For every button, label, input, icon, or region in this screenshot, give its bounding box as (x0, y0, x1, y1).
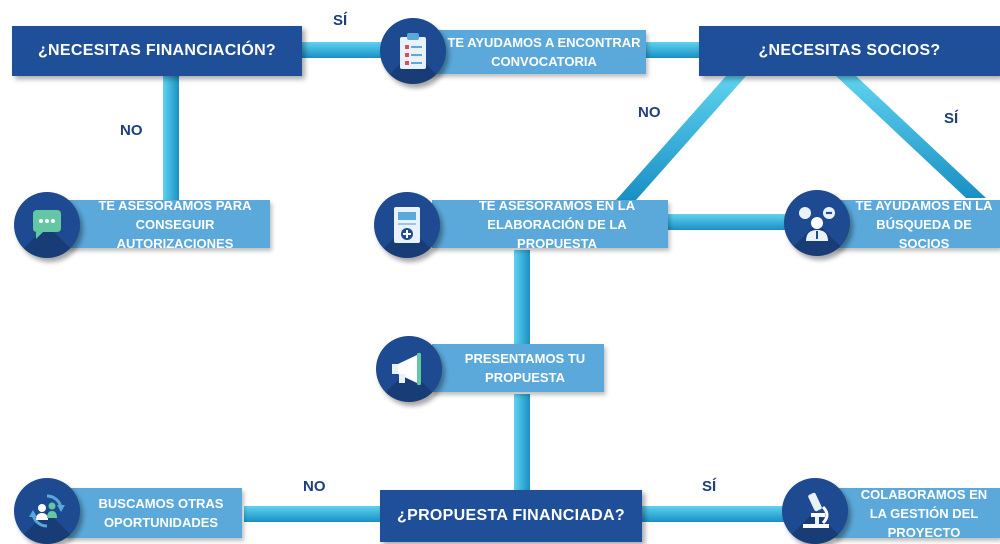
action-present: PRESENTAMOS TU PROPUESTA (432, 344, 604, 392)
connector-partners-no (616, 76, 746, 200)
action-partner-search: TE AYUDAMOS EN LA BÚSQUEDA DE SOCIOS (834, 198, 1000, 251)
action-find-call: TE AYUDAMOS A ENCONTRAR CONVOCATORIA (428, 30, 646, 74)
connector-financing-no (163, 76, 179, 218)
decision-partners: ¿NECESITAS SOCIOS? (699, 26, 1000, 76)
connector-financing-yes (300, 42, 382, 58)
megaphone-icon (376, 336, 442, 402)
edge-label-yes-partners: SÍ (944, 110, 959, 127)
microscope-icon (782, 478, 848, 544)
people-exchange-icon (14, 478, 80, 544)
chat-bubble-icon (14, 192, 80, 258)
edge-label-yes-funded: SÍ (702, 478, 717, 495)
edge-label-no-financing: NO (120, 122, 143, 139)
connector-partners-yes (836, 76, 986, 198)
action-management: COLABORAMOS EN LA GESTIÓN DEL PROYECTO (834, 487, 1000, 540)
connector-call-to-partners (640, 42, 702, 58)
connector-funded-no (244, 506, 384, 522)
action-proposal-prep: TE ASESORAMOS EN LA ELABORACIÓN DE LA PR… (432, 198, 668, 251)
decision-financing: ¿NECESITAS FINANCIACIÓN? (12, 26, 302, 76)
connector-proposal-to-present (514, 250, 530, 346)
connector-search-to-proposal (668, 214, 790, 230)
edge-label-no-funded: NO (303, 478, 326, 495)
edge-label-yes-financing: SÍ (333, 12, 348, 29)
clipboard-checklist-icon (380, 18, 446, 84)
connector-present-to-funded (514, 394, 530, 492)
form-document-icon (374, 192, 440, 258)
edge-label-no-partners: NO (638, 104, 661, 121)
action-authorizations: TE ASESORAMOS PARA CONSEGUIR AUTORIZACIO… (66, 198, 270, 251)
decision-funded: ¿PROPUESTA FINANCIADA? (380, 490, 642, 542)
action-other-opps: BUSCAMOS OTRAS OPORTUNIDADES (66, 488, 242, 538)
consultant-speech-icon (784, 190, 850, 256)
connector-funded-yes (640, 506, 790, 522)
